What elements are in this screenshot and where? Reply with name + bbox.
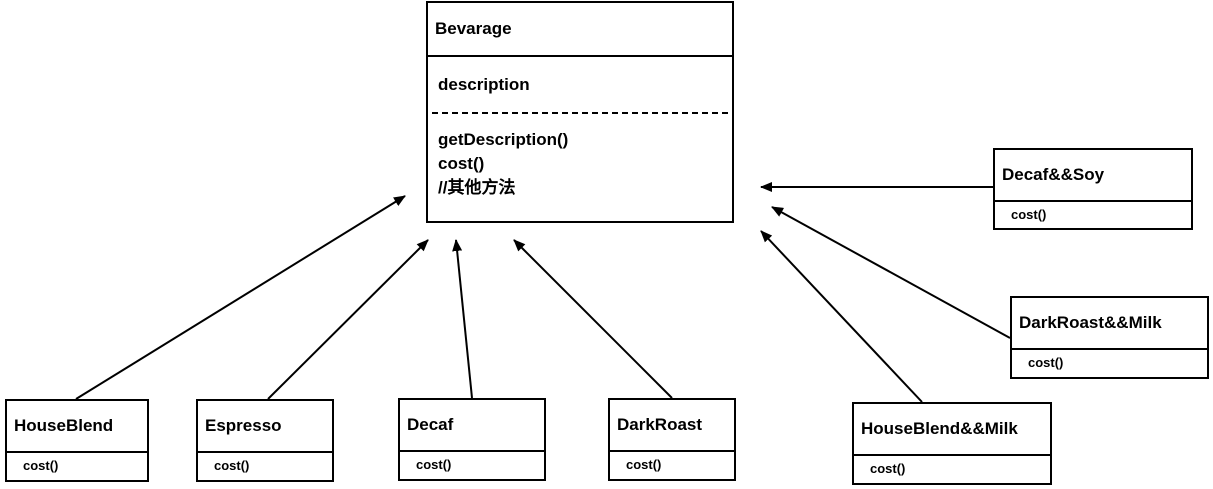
arrow-espresso [267,239,429,400]
class-name: DarkRoast&&Milk [1012,298,1207,350]
class-attribute: description [438,74,530,94]
method-cost: cost() [626,457,662,472]
class-box-decaf: Decaf cost() [398,398,546,481]
arrow-decaf [452,239,473,399]
method-cost: cost() [438,154,485,173]
arrow-darkroast [513,239,673,399]
method-cost: cost() [870,461,906,476]
method-cost: cost() [214,458,250,473]
class-name: Decaf&&Soy [995,150,1191,202]
class-box-bevarage: Bevarage description getDescription() co… [426,1,734,223]
dashed-divider [432,112,728,114]
arrow-houseblend-milk [760,230,923,403]
class-box-darkroast-milk: DarkRoast&&Milk cost() [1010,296,1209,379]
method-cost: cost() [1028,355,1064,370]
class-name: HouseBlend&&Milk [854,404,1050,456]
class-box-houseblend-milk: HouseBlend&&Milk cost() [852,402,1052,485]
class-box-decaf-soy: Decaf&&Soy cost() [993,148,1193,230]
arrow-darkroast-milk [771,206,1011,339]
method-cost: cost() [416,457,452,472]
class-name: DarkRoast [610,400,734,452]
method-comment-other: //其他方法 [438,178,516,197]
class-name: Bevarage [428,3,732,57]
class-methods: getDescription() cost() //其他方法 [428,114,732,200]
method-cost: cost() [23,458,59,473]
method-cost: cost() [1011,207,1047,222]
arrow-houseblend [75,195,406,400]
class-name: HouseBlend [7,401,147,453]
class-name: Decaf [400,400,544,452]
class-name: Espresso [198,401,332,453]
class-box-darkroast: DarkRoast cost() [608,398,736,481]
class-box-espresso: Espresso cost() [196,399,334,482]
method-get-description: getDescription() [438,130,569,149]
class-box-houseblend: HouseBlend cost() [5,399,149,482]
